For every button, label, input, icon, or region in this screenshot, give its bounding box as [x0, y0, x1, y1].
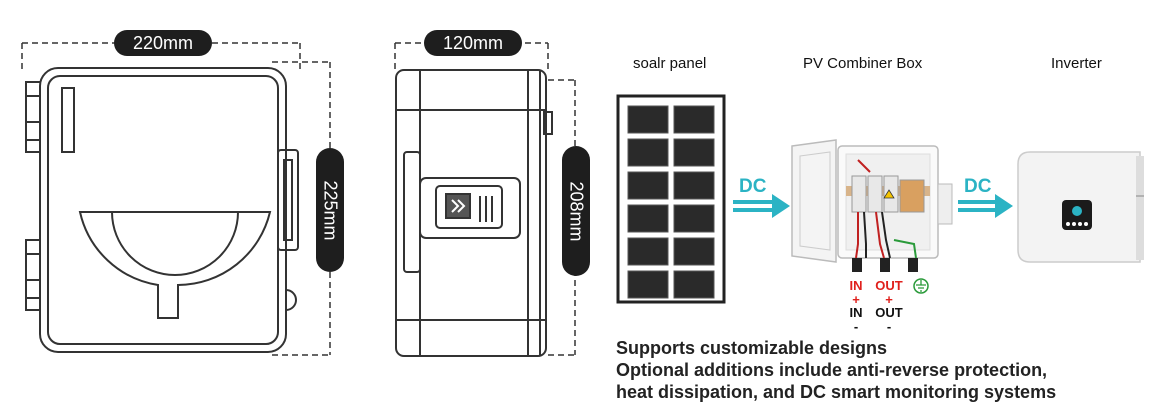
solar-cell	[673, 204, 715, 233]
in-minus-label: IN -	[849, 305, 863, 334]
solar-cell	[627, 171, 669, 200]
out-plus-label: OUT +	[875, 278, 903, 307]
side-height-pill: 208mm	[562, 146, 590, 276]
solar-panel-image	[616, 94, 726, 304]
solar-cell	[627, 237, 669, 266]
front-width-pill: 220mm	[114, 30, 212, 56]
description-line-2: Optional additions include anti-reverse …	[616, 360, 1048, 380]
solar-cell	[673, 171, 715, 200]
solar-cell	[627, 138, 669, 167]
inverter-label: Inverter	[1051, 55, 1102, 72]
front-view-drawing	[21, 42, 331, 356]
solar-cell	[627, 270, 669, 299]
solar-cell	[673, 105, 715, 134]
side-depth-pill: 120mm	[424, 30, 522, 56]
solar-cell	[627, 204, 669, 233]
dc-arrow-1	[733, 194, 790, 218]
solar-cell	[673, 138, 715, 167]
description-line-3: heat dissipation, and DC smart monitorin…	[616, 382, 1057, 402]
in-plus-label: IN +	[849, 278, 863, 307]
front-width-label: 220mm	[132, 32, 194, 53]
out-minus-label: OUT -	[875, 305, 903, 334]
side-depth-label: 120mm	[442, 32, 504, 53]
combiner-box-image	[791, 139, 953, 294]
front-height-pill: 225mm	[316, 148, 344, 272]
side-view-drawing	[394, 42, 576, 357]
dc-arrow-2	[958, 194, 1013, 218]
description-line-1: Supports customizable designs	[616, 338, 888, 358]
solar-cell	[673, 237, 715, 266]
front-height-label: 225mm	[320, 179, 341, 241]
inverter-image	[1017, 151, 1144, 263]
solar-cell	[627, 105, 669, 134]
solar-panel-label: soalr panel	[633, 55, 707, 72]
dc-arrow-1-label: DC	[739, 176, 767, 197]
solar-cell	[673, 270, 715, 299]
dc-arrow-2-label: DC	[964, 176, 992, 197]
side-height-label: 208mm	[566, 180, 587, 242]
combiner-box-label: PV Combiner Box	[803, 55, 923, 72]
